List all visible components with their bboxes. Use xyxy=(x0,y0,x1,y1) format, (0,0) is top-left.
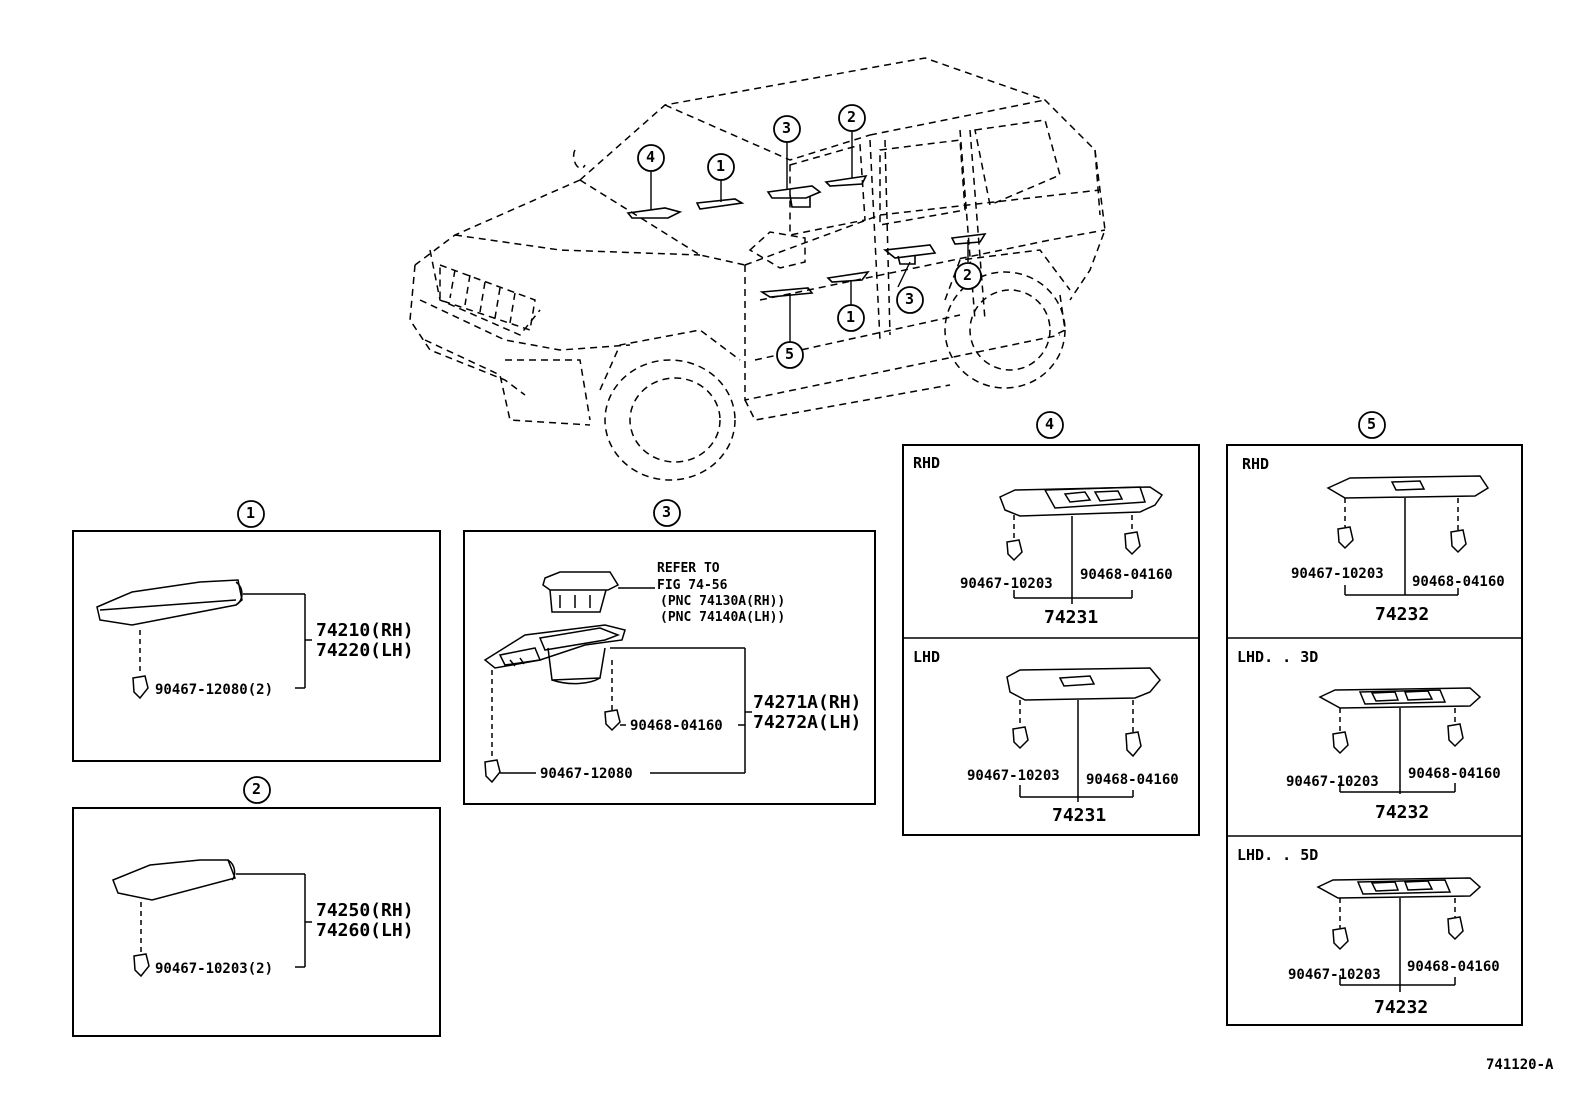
panel-1-callout: 1 xyxy=(246,504,256,522)
panel-4-lhd-label: LHD xyxy=(913,648,941,666)
figure-code: 741120-A xyxy=(1486,1057,1554,1073)
panel-5-lhd3-part: 74232 xyxy=(1375,802,1430,823)
panel-5-lhd3-drawing xyxy=(1318,687,1482,794)
panel-2-drawing xyxy=(112,859,312,978)
panel-5-frame xyxy=(1226,444,1523,1026)
vehicle-callout-3-front: 3 xyxy=(782,119,792,137)
panel-3-refer-line-1: REFER TO xyxy=(657,561,720,576)
panel-5-lhd3-clip-b: 90468-04160 xyxy=(1408,766,1501,782)
panel-5-lhd3-clip-a: 90467-10203 xyxy=(1286,774,1379,790)
panel-4-rhd-label: RHD xyxy=(913,454,941,472)
panel-1-frame xyxy=(72,530,441,762)
panel-3-callout: 3 xyxy=(662,503,672,521)
panel-3-frame xyxy=(463,530,876,805)
panel-4-rhd-clip-b: 90468-04160 xyxy=(1080,567,1173,583)
panel-4-callout: 4 xyxy=(1045,415,1055,433)
panel-5-rhd-drawing xyxy=(1326,475,1490,596)
callout-circles xyxy=(237,104,1386,804)
vehicle-callout-3-rear: 3 xyxy=(905,290,915,308)
vehicle-callout-1-front: 1 xyxy=(716,157,726,175)
panel-2-callout: 2 xyxy=(252,780,262,798)
panel-5-rhd-part: 74232 xyxy=(1375,604,1430,625)
panel-5-rhd-clip-a: 90467-10203 xyxy=(1291,566,1384,582)
panel-5-lhd5-drawing xyxy=(1316,877,1482,992)
panel-3-drawing xyxy=(483,571,752,784)
vehicle-callout-2-rear: 2 xyxy=(963,266,973,284)
panel-3-clip-a: 90468-04160 xyxy=(630,718,723,734)
panel-2-frame xyxy=(72,807,441,1037)
panel-2-part-lh: 74260(LH) xyxy=(316,920,414,941)
panel-3-part-rh: 74271A(RH) xyxy=(753,692,862,713)
panel-4-lhd-clip-b: 90468-04160 xyxy=(1086,772,1179,788)
panel-5-lhd5-clip-a: 90467-10203 xyxy=(1288,967,1381,983)
vehicle-outline xyxy=(409,57,1106,481)
vehicle-callout-1-rear: 1 xyxy=(846,308,856,326)
panel-5-lhd5-clip-b: 90468-04160 xyxy=(1407,959,1500,975)
panel-5-rhd-clip-b: 90468-04160 xyxy=(1412,574,1505,590)
panel-1-part-rh: 74210(RH) xyxy=(316,620,414,641)
panel-4-frame xyxy=(902,444,1200,836)
panel-1-drawing xyxy=(96,579,312,700)
panel-4-rhd-clip-a: 90467-10203 xyxy=(960,576,1053,592)
panel-2-part-rh: 74250(RH) xyxy=(316,900,414,921)
panel-3-clip-b: 90467-12080 xyxy=(540,766,633,782)
vehicle-callout-4-front: 4 xyxy=(646,148,656,166)
panel-1-part-lh: 74220(LH) xyxy=(316,640,414,661)
vehicle-callout-leaders xyxy=(650,131,969,342)
vehicle-callout-5: 5 xyxy=(785,345,795,363)
panel-3-refer-line-3: (PNC 74130A(RH)) xyxy=(660,594,786,609)
vehicle-callout-2-front: 2 xyxy=(847,108,857,126)
panel-4-lhd-clip-a: 90467-10203 xyxy=(967,768,1060,784)
panel-3-part-lh: 74272A(LH) xyxy=(753,712,862,733)
panel-5-lhd5-label: LHD. . 5D xyxy=(1237,846,1319,864)
panel-4-rhd-part: 74231 xyxy=(1044,607,1099,628)
panel-5-lhd5-part: 74232 xyxy=(1374,997,1429,1018)
panel-3-refer-line-4: (PNC 74140A(LH)) xyxy=(660,610,786,625)
panel-3-refer-line-2: FIG 74-56 xyxy=(657,578,728,593)
panel-4-lhd-drawing xyxy=(1006,667,1161,802)
panel-4-lhd-part: 74231 xyxy=(1052,805,1107,826)
panel-5-lhd3-label: LHD. . 3D xyxy=(1237,648,1319,666)
panel-2-clip-part: 90467-10203(2) xyxy=(155,961,274,977)
panel-5-rhd-label: RHD xyxy=(1242,455,1270,473)
vehicle-switch-locations xyxy=(626,174,987,298)
panel-1-clip-part: 90467-12080(2) xyxy=(155,682,274,698)
panel-5-callout: 5 xyxy=(1367,415,1377,433)
panel-4-rhd-drawing xyxy=(999,486,1164,604)
